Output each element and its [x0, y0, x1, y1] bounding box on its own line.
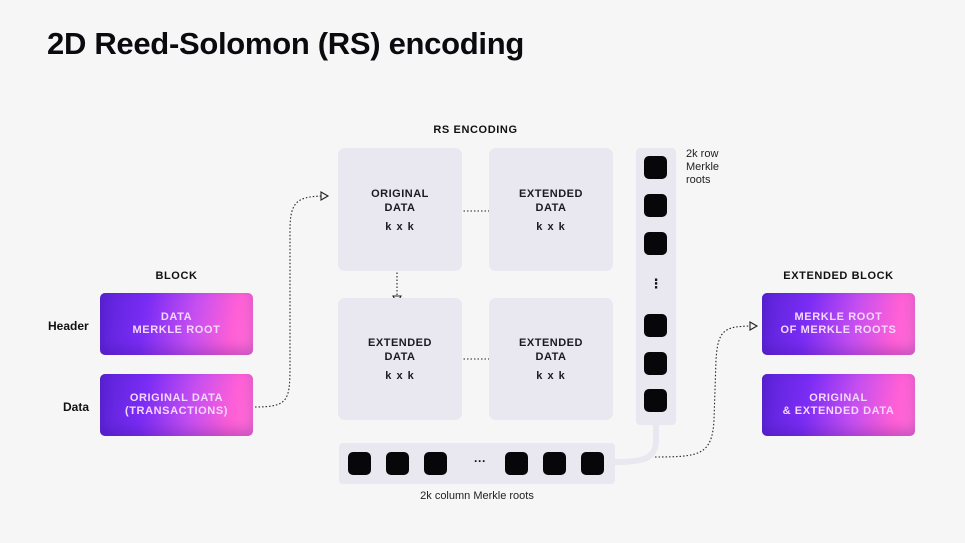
extended-data-tile-bottom-left: EXTENDED DATA k x k	[338, 298, 462, 420]
column-root	[505, 452, 528, 475]
tile-label: EXTENDED DATA	[519, 187, 583, 214]
column-roots-ellipsis: ···	[474, 454, 486, 468]
tile-label: ORIGINAL DATA	[371, 187, 429, 214]
data-row-label: Data	[63, 400, 90, 414]
column-root	[348, 452, 371, 475]
header-row-label: Header	[48, 319, 89, 333]
merkle-root-of-roots-box: MERKLE ROOT OF MERKLE ROOTS	[762, 293, 915, 355]
connector-roots-join	[614, 425, 659, 465]
row-roots-label: 2k row Merkle roots	[686, 148, 720, 186]
page-title: 2D Reed-Solomon (RS) encoding	[47, 26, 524, 61]
row-root	[644, 389, 667, 412]
row-root	[644, 156, 667, 179]
column-root	[386, 452, 409, 475]
tile-size: k x k	[536, 370, 566, 382]
arrow-roots-to-extended-block	[654, 321, 759, 458]
tile-label: EXTENDED DATA	[368, 337, 432, 363]
column-root	[543, 452, 566, 475]
extended-block-heading: EXTENDED BLOCK	[783, 270, 894, 282]
tile-size: k x k	[385, 220, 415, 233]
tile-size: k x k	[536, 220, 566, 233]
arrow-block-to-rs	[254, 191, 330, 408]
rs-encoding-heading: RS ENCODING	[433, 124, 518, 136]
column-roots-bar: ···	[339, 443, 615, 484]
extended-data-tile-bottom-right: EXTENDED DATA k x k	[489, 298, 613, 420]
column-roots-label: 2k column Merkle roots	[420, 490, 534, 502]
tile-label: EXTENDED DATA	[519, 337, 583, 363]
row-root	[644, 314, 667, 337]
row-root	[644, 352, 667, 375]
original-data-tile: ORIGINAL DATA k x k	[338, 148, 462, 271]
column-root	[424, 452, 447, 475]
block-heading: BLOCK	[155, 270, 198, 282]
row-root	[644, 194, 667, 217]
row-root	[644, 232, 667, 255]
row-roots-bar: ⋮	[636, 148, 676, 425]
row-roots-ellipsis: ⋮	[649, 276, 663, 291]
original-extended-data-box: ORIGINAL & EXTENDED DATA	[762, 374, 915, 436]
tile-size: k x k	[385, 370, 415, 382]
original-data-box: ORIGINAL DATA (TRANSACTIONS)	[100, 374, 253, 436]
column-root	[581, 452, 604, 475]
extended-data-tile-top-right: EXTENDED DATA k x k	[489, 148, 613, 271]
data-merkle-root-box: DATA MERKLE ROOT	[100, 293, 253, 355]
